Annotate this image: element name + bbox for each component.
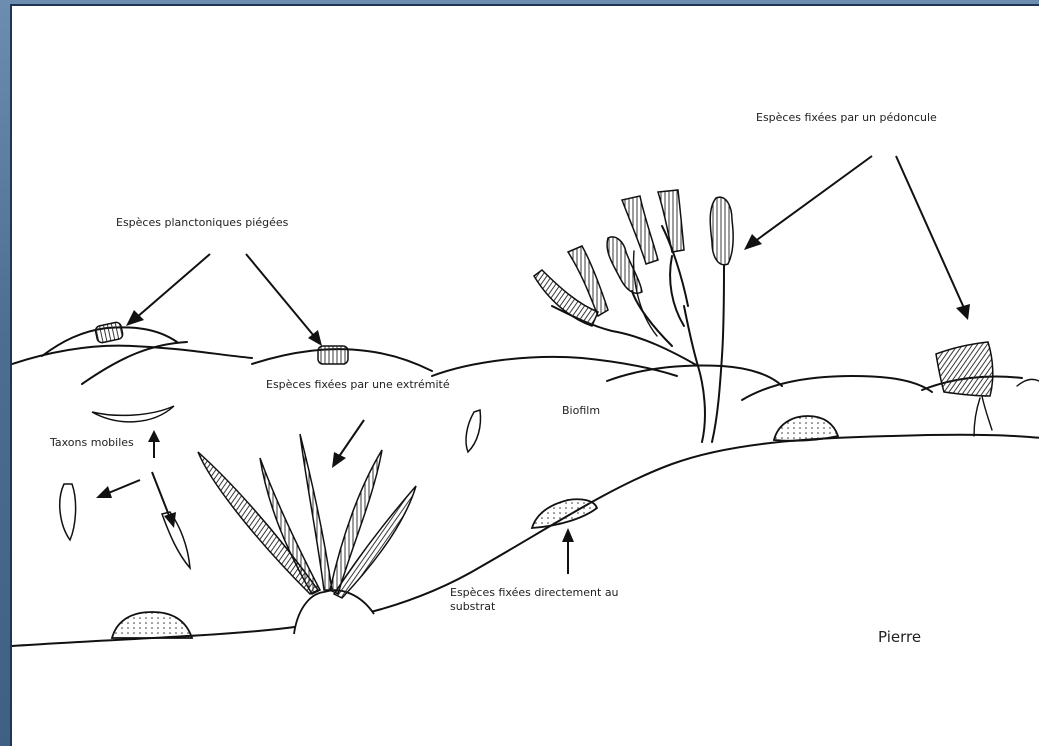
arrow-substrat [562, 528, 574, 574]
label-biofilm: Biofilm [562, 404, 600, 417]
label-extremite: Espèces fixées par une extrémité [266, 378, 450, 391]
label-pedoncule: Espèces fixées par un pédoncule [756, 111, 937, 124]
motile-diatom-left [60, 484, 76, 540]
arrow-pedoncule-right [896, 156, 970, 320]
arrow-mobiles-left [96, 480, 140, 498]
arrow-planctoniques-right [246, 254, 322, 346]
trapped-cell-1 [95, 321, 124, 343]
arrow-pedoncule-left [744, 156, 872, 250]
stalked-cell-right [936, 342, 993, 436]
diagram-canvas: Espèces planctoniques piégées Espèces fi… [10, 4, 1039, 746]
biofilm-hill-6 [607, 366, 782, 386]
arrow-planctoniques-left [126, 254, 210, 326]
biofilm-hill-9 [1017, 379, 1039, 386]
motile-boat-diatom [92, 406, 174, 422]
biofilm-diagram: Espèces planctoniques piégées Espèces fi… [12, 6, 1039, 746]
label-mobiles: Taxons mobiles [49, 436, 134, 449]
adnate-cell-2 [532, 499, 597, 528]
biofilm-hill-7 [742, 376, 932, 400]
motile-diatom-center [466, 410, 481, 452]
extremity-fixed-colony [198, 434, 416, 634]
trapped-cell-2 [318, 346, 348, 364]
adnate-cell-1 [112, 612, 192, 638]
motile-diatom-right [162, 512, 190, 568]
arrow-mobiles-up [148, 430, 160, 458]
label-pierre: Pierre [878, 628, 921, 646]
adnate-cell-3 [774, 416, 838, 441]
label-substrat-2: substrat [450, 600, 496, 613]
label-substrat-1: Espèces fixées directement au [450, 586, 619, 599]
arrow-extremite [332, 420, 364, 468]
label-planctoniques: Espèces planctoniques piégées [116, 216, 289, 229]
biofilm-hill-5 [432, 357, 677, 376]
